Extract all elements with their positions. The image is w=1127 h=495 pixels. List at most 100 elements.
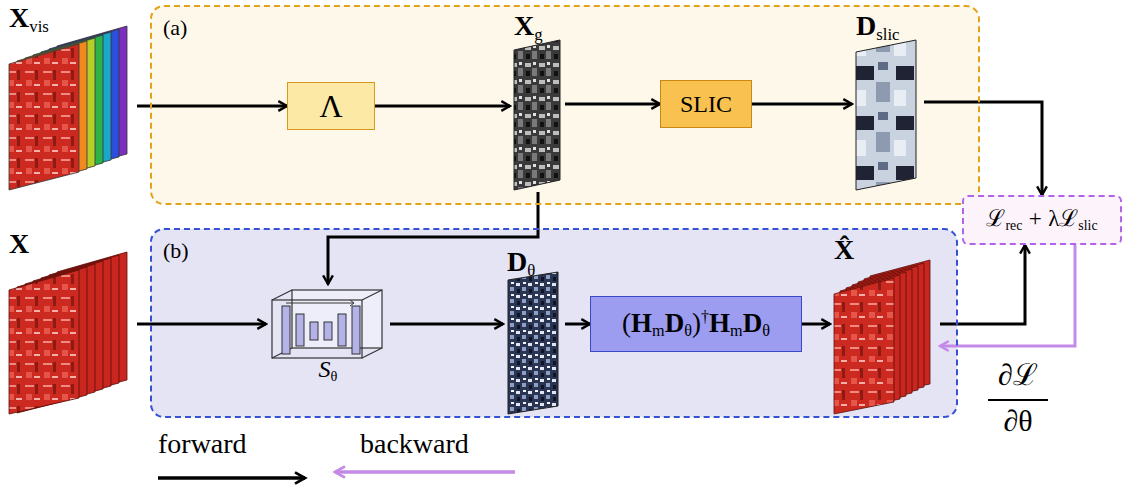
forward-connector bbox=[137, 105, 287, 108]
text-line: (b) bbox=[163, 238, 189, 264]
text-line: X bbox=[9, 228, 29, 260]
loss-box: ℒrec+λℒslic bbox=[962, 195, 1122, 245]
text-line: Λ bbox=[319, 88, 342, 125]
node-text: θ bbox=[331, 369, 338, 384]
node-text: X bbox=[9, 229, 29, 258]
node-text: (a) bbox=[163, 16, 187, 39]
legend-forward-arrow bbox=[158, 476, 305, 480]
legend-backward-arrow bbox=[335, 470, 515, 474]
text-line: Xvis bbox=[9, 2, 49, 36]
image-plane bbox=[508, 272, 558, 414]
legend-item: backward bbox=[360, 428, 469, 460]
image-node: Dslic bbox=[852, 10, 924, 192]
forward-connector bbox=[940, 245, 1025, 324]
backward-connector bbox=[940, 245, 1075, 346]
node-text: slic bbox=[876, 26, 899, 44]
net-edge bbox=[362, 290, 382, 300]
group-fill bbox=[151, 229, 957, 417]
operator-box: (HmDθ)†HmDθ bbox=[590, 296, 802, 352]
forward-connector bbox=[565, 323, 590, 326]
network-node: Sθ bbox=[266, 284, 390, 384]
node-text: ) bbox=[692, 309, 701, 337]
legend-item: forward bbox=[158, 428, 247, 460]
node-text: D bbox=[743, 309, 763, 337]
fraction-bar bbox=[988, 399, 1048, 401]
process-box: SLIC bbox=[660, 80, 752, 128]
node-text: ( bbox=[622, 309, 631, 337]
forward-connector bbox=[924, 102, 1042, 195]
net-edge bbox=[362, 348, 382, 358]
node-text: θ bbox=[684, 323, 692, 340]
stage-group: (b) Sθ Dθ(HmDθ)†HmDθ X̂ bbox=[150, 228, 958, 418]
node-text: H bbox=[709, 309, 730, 337]
node-text: SLIC bbox=[680, 92, 732, 117]
net-layer bbox=[338, 314, 346, 346]
text-line: (HmDθ)†HmDθ bbox=[622, 308, 770, 341]
forward-connector bbox=[802, 323, 830, 326]
text-line: X̂ bbox=[834, 234, 854, 266]
node-text: S bbox=[319, 357, 331, 382]
forward-connector bbox=[137, 323, 266, 326]
skip-connection bbox=[286, 300, 354, 306]
forward-connector bbox=[375, 105, 510, 108]
math-label: ∂θ bbox=[1003, 405, 1032, 437]
net-front-face bbox=[272, 300, 362, 358]
net-back-face bbox=[292, 290, 382, 348]
math-label-box: ∂θ bbox=[982, 404, 1054, 438]
node-text: ℒ bbox=[1059, 207, 1078, 231]
input-image-node: Xvis bbox=[5, 2, 137, 192]
image-node: Dθ bbox=[503, 246, 565, 416]
net-layer bbox=[282, 306, 290, 354]
node-text: (b) bbox=[163, 239, 189, 262]
net-layer bbox=[324, 322, 332, 340]
process-box: Λ bbox=[287, 82, 375, 130]
image-node: Xg bbox=[510, 10, 565, 192]
image-plane bbox=[856, 40, 916, 190]
node-text: + bbox=[1029, 207, 1042, 231]
node-text: H bbox=[631, 309, 652, 337]
net-edge bbox=[272, 290, 292, 300]
node-text: X̂ bbox=[834, 235, 854, 264]
network-icon bbox=[266, 284, 390, 362]
node-text: g bbox=[534, 26, 542, 44]
text-line: ℒrec+λℒslic bbox=[986, 206, 1097, 234]
node-text: D bbox=[507, 247, 527, 276]
net-layer bbox=[310, 322, 318, 340]
node-text: ℒ bbox=[986, 207, 1005, 231]
net-layer bbox=[296, 314, 304, 346]
text-line: Dslic bbox=[856, 10, 900, 44]
input-image-node: X bbox=[5, 228, 137, 416]
band-layer bbox=[9, 270, 79, 414]
image-plane bbox=[514, 40, 560, 190]
math-label-box: ∂ℒ bbox=[982, 358, 1054, 392]
band-layer bbox=[9, 44, 79, 190]
node-text: λ bbox=[1048, 207, 1059, 231]
text-line: (a) bbox=[163, 15, 187, 41]
stage-group: (a)Λ XgSLIC Dslic bbox=[150, 5, 980, 205]
legend-text: forward bbox=[158, 429, 247, 458]
node-text: m bbox=[730, 323, 743, 340]
node-text: θ bbox=[762, 323, 770, 340]
output-image-node: X̂ bbox=[830, 234, 940, 416]
node-text: rec bbox=[1005, 219, 1022, 233]
forward-connector bbox=[752, 103, 852, 106]
node-text: m bbox=[652, 323, 665, 340]
forward-connector bbox=[565, 103, 660, 106]
forward-connector bbox=[390, 323, 503, 326]
node-text: † bbox=[701, 309, 709, 326]
node-text: D bbox=[856, 11, 876, 40]
math-label: ∂ℒ bbox=[998, 359, 1038, 391]
node-text: X bbox=[514, 11, 534, 40]
net-layer bbox=[352, 306, 360, 354]
node-text: vis bbox=[29, 18, 49, 36]
legend-text: backward bbox=[360, 429, 469, 458]
node-text: slic bbox=[1078, 219, 1097, 233]
text-line: Dθ bbox=[507, 246, 535, 280]
node-text: θ bbox=[527, 262, 535, 280]
text-line: Sθ bbox=[266, 356, 390, 384]
node-text: Λ bbox=[319, 90, 342, 124]
node-text: D bbox=[665, 309, 685, 337]
text-line: SLIC bbox=[680, 91, 732, 118]
forward-connector bbox=[328, 192, 538, 284]
